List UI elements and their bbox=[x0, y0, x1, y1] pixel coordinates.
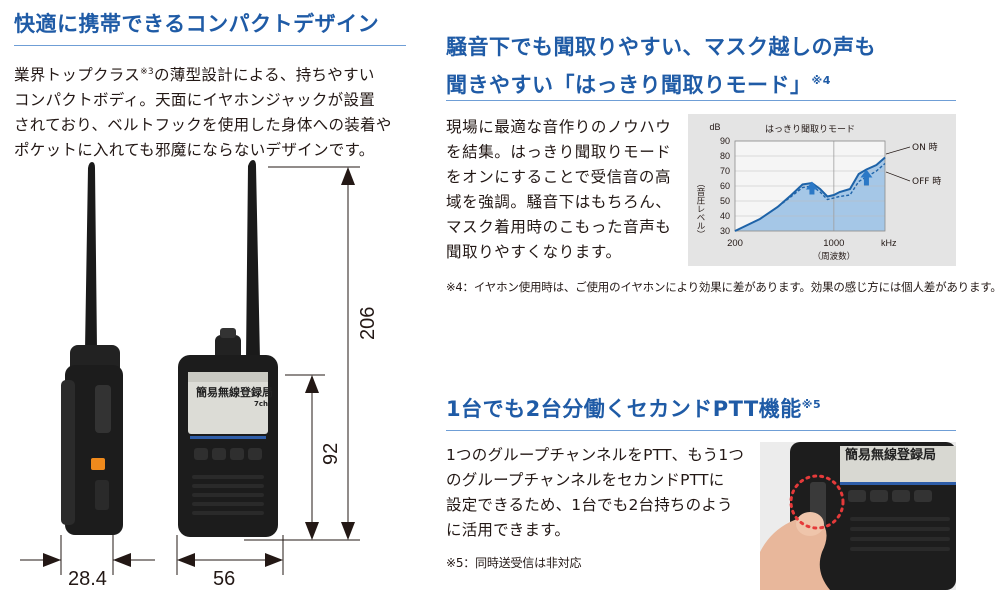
chart-boost-arrow-shaft bbox=[809, 189, 815, 195]
left-body-text: 業界トップクラス※3の薄型設計による、持ちやすい コンパクトボディ。天面にイヤホ… bbox=[14, 66, 392, 160]
chart-title: はっきり聞取りモード bbox=[765, 124, 855, 135]
dimension-28-4: 28.4 bbox=[68, 568, 107, 590]
right-top-body-text: 現場に最適な音作りのノウハウ を結集。はっきり聞取りモード をオンにすることで受… bbox=[446, 118, 672, 261]
dimension-92: 92 bbox=[320, 442, 342, 465]
frequency-response-chart: 30 40 50 60 70 80 90 はっきり聞取りモード dB （音圧レベル） 200 1000… bbox=[695, 122, 941, 262]
chart-y-tick-label: 70 bbox=[720, 166, 730, 176]
chart-y-tick-label: 50 bbox=[720, 196, 730, 206]
dimension-56: 56 bbox=[213, 568, 236, 590]
chart-series-off bbox=[734, 162, 886, 232]
chart-x-tick-label: 1000 bbox=[823, 238, 844, 249]
chart-series-on bbox=[734, 156, 886, 232]
chart-x-unit: kHz bbox=[881, 238, 897, 248]
chart-boost-arrow-shaft bbox=[863, 177, 869, 186]
chart-boost-arrow-head bbox=[860, 169, 873, 178]
chart-legend-on: ON 時 bbox=[912, 142, 938, 153]
radio-side-view bbox=[61, 162, 123, 535]
chart-y-tick-label: 40 bbox=[720, 211, 730, 221]
photo-radio-screen-text: 簡易無線登録局 bbox=[845, 448, 937, 463]
chart-boost-arrow-head bbox=[805, 181, 818, 190]
chart-y-tick-label: 60 bbox=[720, 181, 730, 191]
right-bottom-title-underline bbox=[446, 430, 956, 431]
left-section-title: 快適に携帯できるコンパクトデザイン bbox=[14, 12, 380, 36]
right-bottom-title: 1台でも2台分働くセカンドPTT機能※5 bbox=[446, 397, 822, 421]
right-top-footnote: ※4：イヤホン使用時は、ご使用のイヤホンにより効果に差があります。効果の感じ方に… bbox=[446, 280, 1002, 294]
right-bottom-body-text: 1つのグループチャンネルをPTT、もう1つ のグループチャンネルをセカンドPTT… bbox=[446, 446, 745, 539]
right-top-title: 騒音下でも聞取りやすい、マスク越しの声も 聞きやすい「はっきり聞取りモード」※4 bbox=[446, 35, 876, 97]
hand-holding-radio-photo bbox=[760, 442, 956, 590]
right-bottom-footnote: ※5：同時送受信は非対応 bbox=[446, 556, 582, 570]
chart-legend-leader-on bbox=[885, 146, 911, 155]
chart-y-unit: dB bbox=[709, 122, 720, 132]
chart-y-tick-label: 30 bbox=[720, 226, 730, 236]
dimension-206: 206 bbox=[357, 306, 379, 340]
chart-frame bbox=[734, 140, 886, 232]
radio-screen-text: 簡易無線登録局 7ch bbox=[196, 386, 273, 408]
chart-y-tick-label: 80 bbox=[720, 151, 730, 161]
chart-legend-off: OFF 時 bbox=[912, 176, 941, 187]
chart-x-tick-label: 200 bbox=[727, 238, 743, 249]
chart-y-axis-label: （音圧レベル） bbox=[695, 179, 705, 239]
chart-y-tick-label: 90 bbox=[720, 136, 730, 146]
dimension-lines bbox=[20, 166, 360, 575]
chart-x-axis-label: （周波数） bbox=[813, 251, 856, 262]
left-title-underline bbox=[14, 45, 406, 46]
chart-legend-leader-off bbox=[885, 171, 911, 182]
radio-front-view bbox=[178, 160, 278, 537]
right-top-title-underline bbox=[446, 100, 956, 101]
